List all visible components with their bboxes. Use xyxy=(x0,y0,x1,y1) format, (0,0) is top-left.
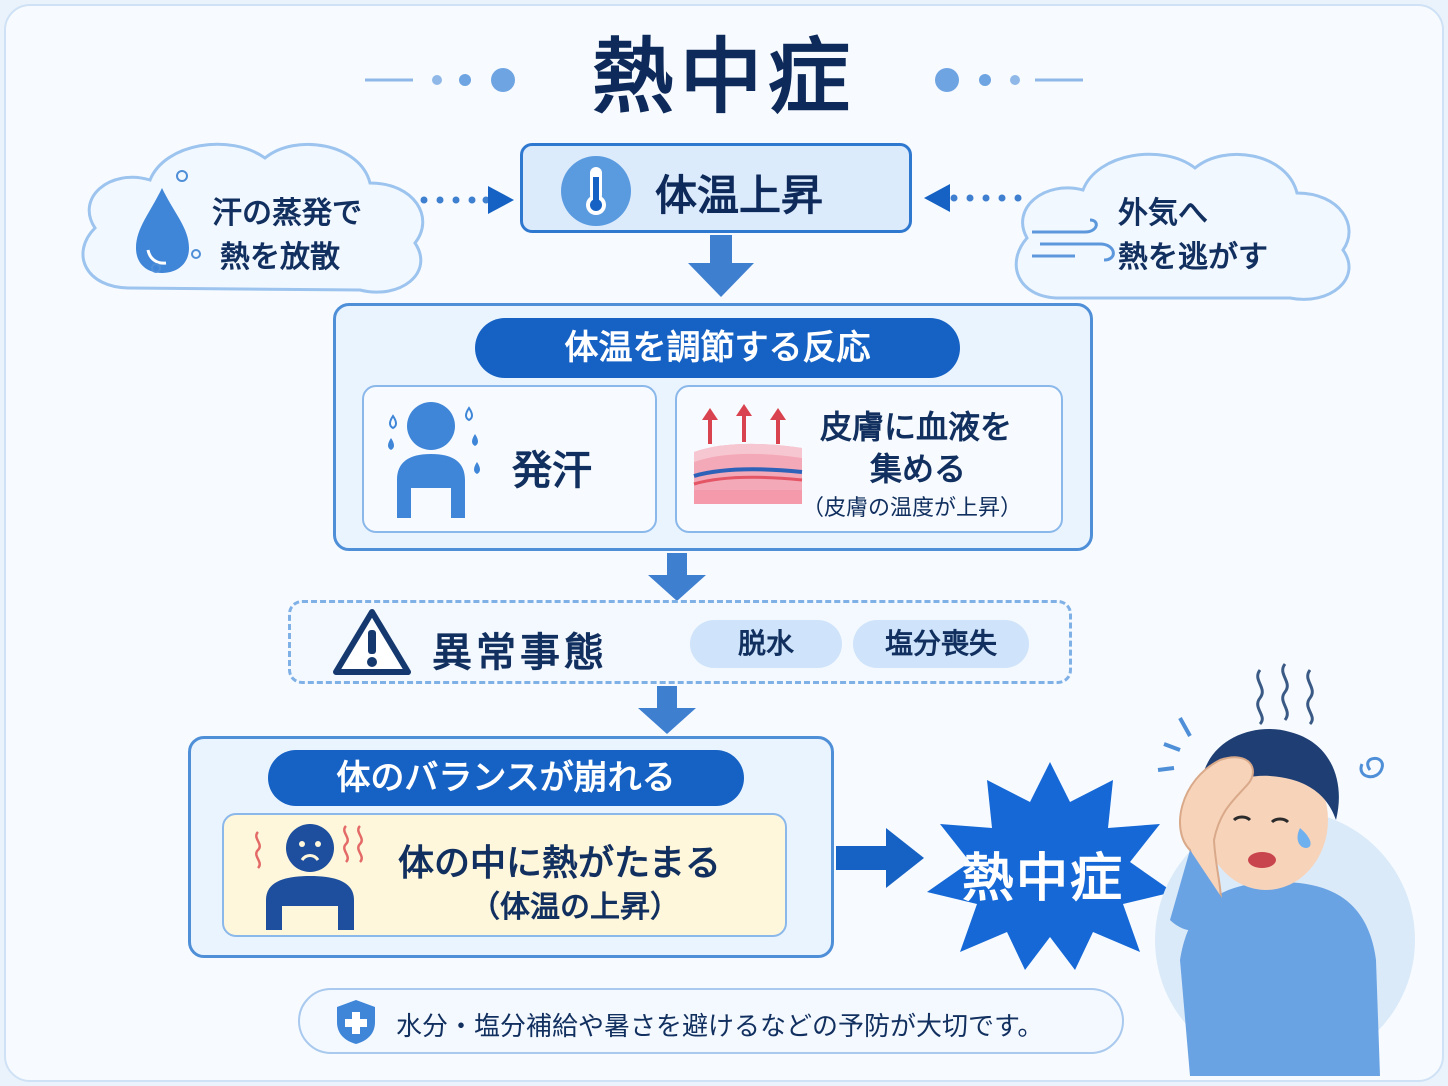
air-cloud xyxy=(1014,152,1351,301)
footer-note: 水分・塩分補給や暑さを避けるなどの予防が大切です。 xyxy=(396,1012,1044,1042)
thermometer-icon xyxy=(561,156,631,226)
air-cloud-line1: 外気へ xyxy=(1118,196,1208,231)
heat-buildup-line1: 体の中に熱がたまる xyxy=(398,843,721,884)
arrow-down-1 xyxy=(688,235,754,297)
sweating-label: 発汗 xyxy=(512,448,592,494)
page-title: 熱中症 xyxy=(591,30,856,125)
warning-icon xyxy=(333,609,411,675)
arrow-right xyxy=(836,828,924,888)
heatstroke-result: 熱中症 xyxy=(962,849,1125,909)
dotted-arrow-right xyxy=(924,184,1022,212)
dehydration-tag: 脱水 xyxy=(690,620,842,668)
air-cloud-line2: 熱を逃がす xyxy=(1118,240,1268,275)
dotted-arrow-left xyxy=(420,186,514,214)
unwell-person-icon xyxy=(255,824,363,930)
balance-header: 体のバランスが崩れる xyxy=(268,750,744,806)
heatstroke-burst xyxy=(927,762,1173,970)
skin-blood-line2: 集める xyxy=(870,450,967,488)
wind-icon xyxy=(1032,218,1115,262)
sweating-person-icon xyxy=(388,402,480,518)
arrow-down-2 xyxy=(648,553,706,601)
water-drop-icon xyxy=(136,170,201,273)
skin-layers-icon xyxy=(693,404,803,504)
arrow-down-3 xyxy=(638,686,696,734)
title-left-decoration xyxy=(365,68,515,92)
heat-buildup-line2: （体温の上昇） xyxy=(470,890,680,925)
title-right-decoration xyxy=(935,68,1083,92)
abnormal-state-label: 異常事態 xyxy=(432,630,608,676)
salt-loss-tag: 塩分喪失 xyxy=(853,620,1029,668)
sweat-cloud-line2: 熱を放散 xyxy=(220,240,340,275)
footer-note-box xyxy=(298,988,1124,1054)
skin-blood-note: （皮膚の温度が上昇） xyxy=(802,496,1023,521)
regulation-header: 体温を調節する反応 xyxy=(475,318,960,378)
skin-blood-line1: 皮膚に血液を xyxy=(820,408,1013,446)
body-temp-rise-label: 体温上昇 xyxy=(655,171,824,220)
sweat-cloud-line1: 汗の蒸発で xyxy=(212,196,362,231)
person-illustration xyxy=(1155,663,1415,1076)
shield-plus-icon xyxy=(337,1000,375,1044)
